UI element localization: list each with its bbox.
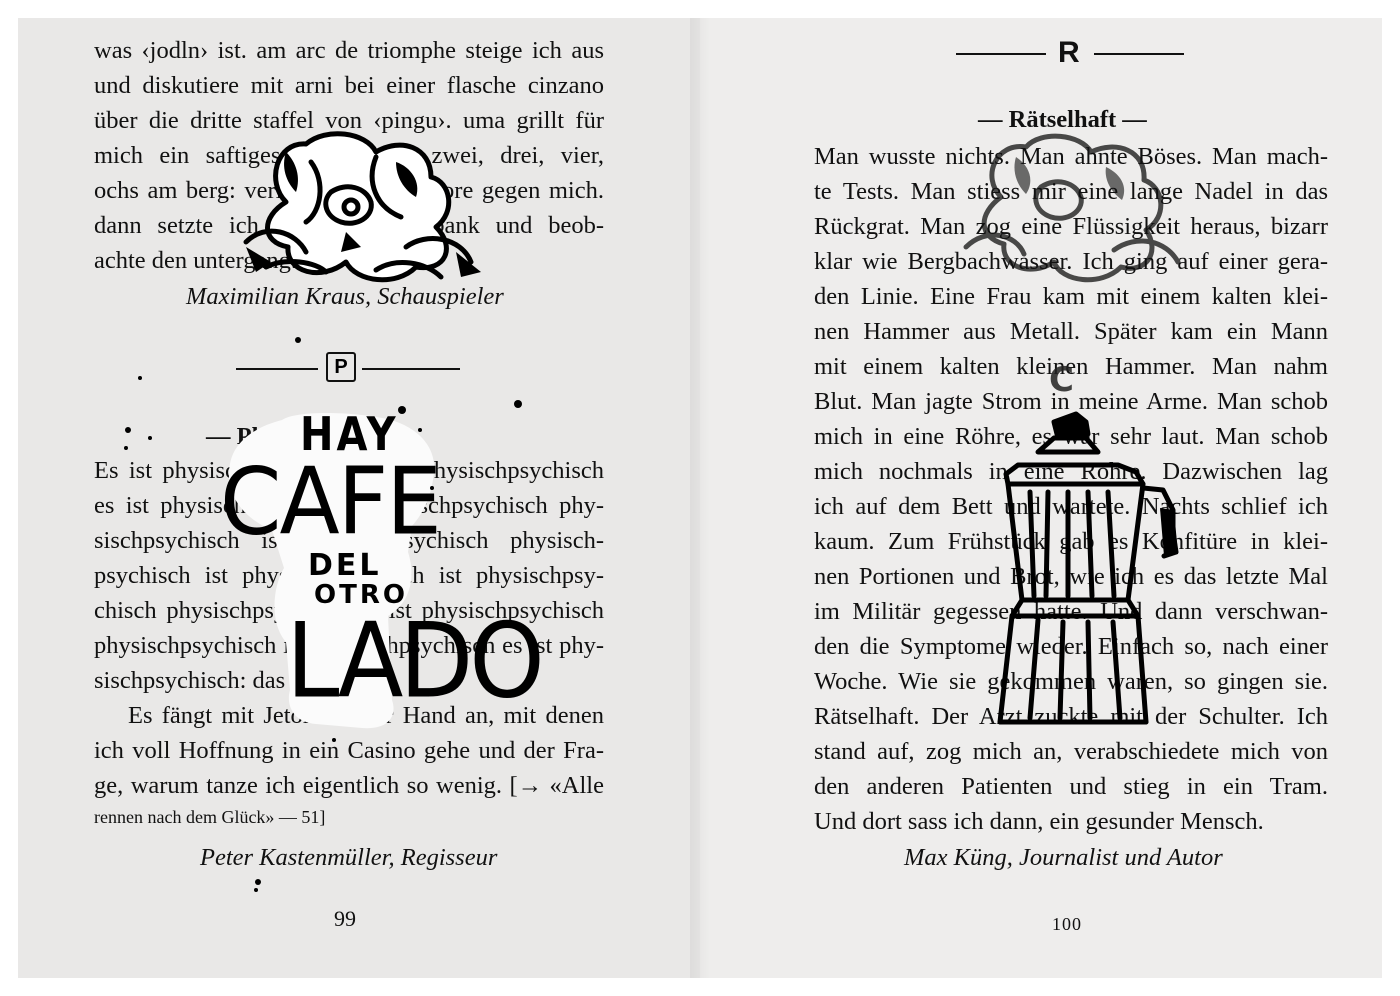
text-line: Rätselhaft. Der Arzt zuckte mit der Schu… xyxy=(814,703,1328,730)
divider-rule xyxy=(236,368,318,370)
divider-rule xyxy=(956,53,1046,55)
text-line: kaum. Zum Frühstück gab es Konfitüre in … xyxy=(814,528,1328,555)
handwritten-word: CAFE xyxy=(220,447,442,556)
author-signature: Maximilian Kraus, Schauspieler xyxy=(186,283,504,310)
text-line: ochs am berg: verloren, ich bin chore ge… xyxy=(94,177,604,204)
text-line: nen Hammer aus Metall. Später kam ein Ma… xyxy=(814,318,1328,345)
author-signature: Peter Kastenmüller, Regisseur xyxy=(200,844,498,871)
handwritten-word: OTRO xyxy=(314,580,408,610)
page-number: 100 xyxy=(1052,914,1082,934)
text-line: was ‹jodln› ist. am arc de triomphe stei… xyxy=(94,37,604,64)
author-signature: Max Küng, Journalist und Autor xyxy=(904,844,1223,871)
text-line: Blut. Man jagte Strom in meine Arme. Man… xyxy=(814,388,1328,415)
text-line: den die Symptome wieder. Einfach so, nac… xyxy=(814,633,1328,660)
text-line: dann setzte ich mich auf die bank und be… xyxy=(94,212,604,239)
divider-rule xyxy=(362,368,460,370)
text-line: stand auf, zog mich an, verabschiedete m… xyxy=(814,738,1328,765)
section-letter-box: P xyxy=(326,352,356,382)
text-line: achte den untergang. xyxy=(94,247,297,274)
text-line: klar wie Bergbachwasser. Ich ging auf ei… xyxy=(814,248,1328,275)
text-line: den Linie. Eine Frau kam mit einem kalte… xyxy=(814,283,1328,310)
text-line: im Militär gegessen hatte. Und dann vers… xyxy=(814,598,1328,625)
text-line: te Tests. Man stiess mir eine lange Nade… xyxy=(814,178,1328,205)
text-line: nen Portionen und Brot, wie ich es das l… xyxy=(814,563,1328,590)
text-line: mich in eine Röhre, es war sehr laut. Ma… xyxy=(814,423,1328,450)
text-line: mit einem kalten kleinen Hammer. Man nah… xyxy=(814,353,1328,380)
section-title: — Rätselhaft — xyxy=(978,106,1147,133)
text-line: und diskutiere mit arni bei einer flasch… xyxy=(94,72,604,99)
section-letter: R xyxy=(1058,36,1080,69)
text-line: Man wusste nichts. Man ahnte Böses. Man … xyxy=(814,143,1328,170)
text-line: ich voll Hoffnung in ein Casino gehe und… xyxy=(94,737,604,764)
page-number: 99 xyxy=(334,906,356,931)
cross-reference: rennen nach dem Glück» — 51] xyxy=(94,807,326,827)
handwritten-word: DEL xyxy=(308,548,382,583)
handwritten-word: HAY xyxy=(300,408,399,462)
divider-rule xyxy=(1094,53,1184,55)
handwritten-word: LADO xyxy=(286,600,545,722)
text-line: mich ein saftiges steak. eins, zwei, dre… xyxy=(94,142,604,169)
text-line: Und dort sass ich dann, ein gesunder Men… xyxy=(814,808,1264,835)
text-line: ich auf dem Bett und wartete. Nachts sch… xyxy=(814,493,1328,520)
text-line: den anderen Patienten und stieg in ein T… xyxy=(814,773,1328,800)
book-gutter xyxy=(690,18,710,978)
text-line: über die dritte staffel von ‹pingu›. uma… xyxy=(94,107,604,134)
text-line: mich nochmals in eine Röhre. Dazwischen … xyxy=(814,458,1328,485)
text-line: ge, warum tanze ich eigentlich so wenig.… xyxy=(94,772,604,799)
text-line: Woche. Wie sie gekommen waren, so gingen… xyxy=(814,668,1328,695)
text-line: Rückgrat. Man zog eine Flüssigkeit herau… xyxy=(814,213,1328,240)
